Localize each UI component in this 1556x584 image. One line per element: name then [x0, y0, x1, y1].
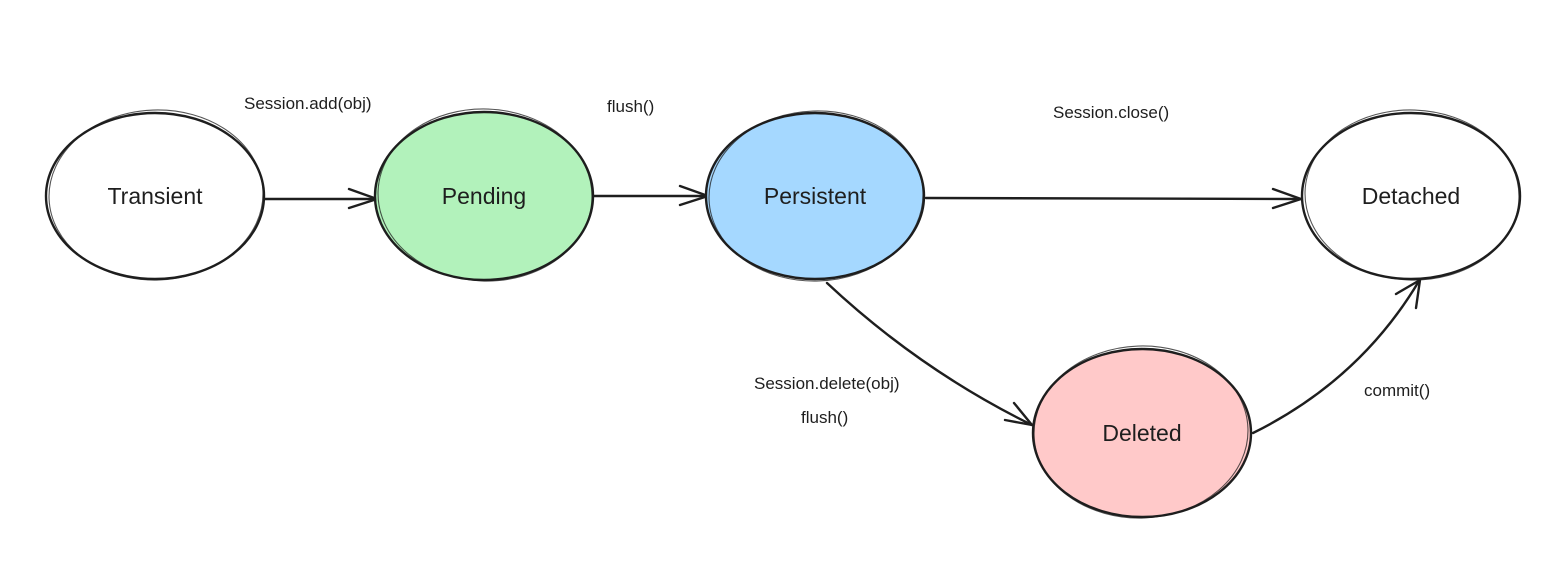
state-deleted: Deleted — [1031, 345, 1253, 519]
state-persistent-shape — [704, 111, 926, 281]
edge-close — [924, 187, 1303, 210]
edge-commit — [1251, 278, 1422, 435]
transition-delete-flush-label: flush() — [801, 408, 848, 427]
transition-flush-label: flush() — [607, 97, 654, 116]
state-pending: Pending — [373, 108, 595, 282]
state-transient-label: Transient — [107, 183, 203, 209]
state-detached-label: Detached — [1362, 183, 1460, 209]
edge-add — [260, 187, 379, 210]
transition-add-label: Session.add(obj) — [244, 94, 372, 113]
state-transient: Transient — [44, 109, 266, 281]
edge-delete — [825, 281, 1034, 427]
state-transient-shape — [44, 111, 266, 281]
state-pending-label: Pending — [442, 183, 526, 209]
state-pending-shape — [373, 110, 595, 282]
state-deleted-label: Deleted — [1102, 420, 1181, 446]
state-persistent-label: Persistent — [764, 183, 867, 209]
state-detached: Detached — [1300, 109, 1522, 281]
edge-flush — [592, 184, 710, 207]
state-detached-shape — [1300, 111, 1522, 281]
transition-close-label: Session.close() — [1053, 103, 1169, 122]
state-deleted-shape — [1031, 347, 1253, 519]
transition-commit-label: commit() — [1364, 381, 1430, 400]
transition-delete-label: Session.delete(obj) — [754, 374, 900, 393]
state-persistent: Persistent — [704, 110, 926, 282]
